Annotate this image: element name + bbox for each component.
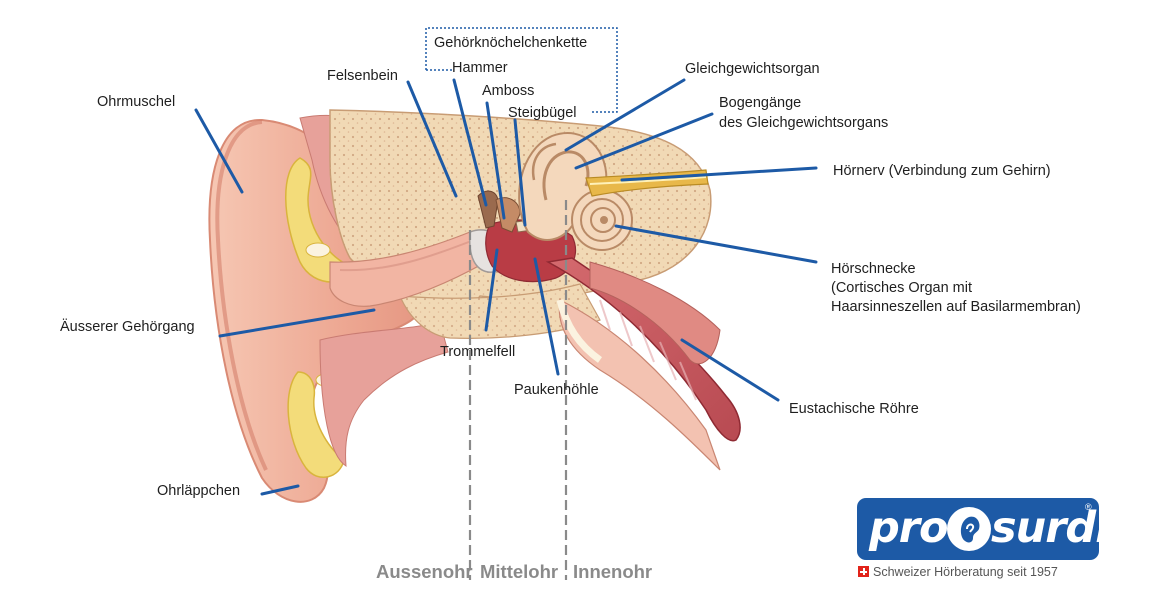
registered-mark: ® [1085, 502, 1092, 512]
leader-trommelfell [484, 248, 499, 332]
leader-ohrmuschel [194, 108, 244, 194]
leader-felsenbein [406, 80, 458, 198]
zone-mittelohr: Mittelohr [480, 561, 559, 582]
label-hoerschnecke-line1: Hörschnecke [831, 261, 916, 277]
logo-text-pro: pro [869, 503, 949, 553]
eustachian-muscle [589, 261, 721, 365]
leader-steigbuegel [513, 118, 527, 227]
ear-icon [947, 507, 991, 551]
label-bogengaenge-line2: des Gleichgewichtsorgans [719, 115, 889, 131]
zone-innenohr: Innenohr [573, 561, 653, 582]
label-paukenhoehle: Paukenhöhle [514, 382, 599, 398]
label-hoernerv: Hörnerv (Verbindung zum Gehirn) [833, 163, 1051, 179]
label-bogengaenge-line1: Bogengänge [719, 95, 802, 111]
leader-hammer [452, 78, 488, 207]
label-ossicle-chain: Gehörknöchelchenkette [434, 35, 588, 51]
label-eustachische: Eustachische Röhre [789, 401, 919, 417]
pinna-helix-rim [215, 120, 268, 471]
leader-bogengaenge [574, 112, 714, 170]
leader-hoerschnecke [614, 224, 818, 264]
label-amboss: Amboss [482, 83, 535, 99]
leader-ohrlaeppchen [260, 484, 300, 496]
eustachian-cartilage [556, 299, 603, 363]
label-trommelfell: Trommelfell [440, 344, 516, 360]
tagline-text: Schweizer Hörberatung seit 1957 [873, 565, 1058, 579]
label-gehoergang: Äusserer Gehörgang [60, 319, 195, 335]
label-ohrmuschel: Ohrmuschel [97, 94, 176, 110]
label-hoerschnecke-line2: (Cortisches Organ mit [831, 280, 973, 296]
label-gleichgewichtsorgan: Gleichgewichtsorgan [685, 61, 820, 77]
eustachian-sheath [558, 299, 721, 471]
swiss-flag-icon [858, 566, 869, 577]
leader-amboss [485, 101, 506, 220]
label-ohrlaeppchen: Ohrläppchen [157, 483, 241, 499]
label-hammer: Hammer [452, 60, 508, 76]
leader-hoernerv [620, 166, 818, 182]
prosurdis-logo: pro surdis ® [857, 498, 1135, 560]
logo-text-surdis: surdis [991, 503, 1135, 553]
logo-tagline: Schweizer Hörberatung seit 1957 [858, 565, 1058, 579]
leader-gehoergang [218, 308, 376, 338]
leader-eustachische [680, 338, 780, 402]
label-felsenbein: Felsenbein [327, 68, 398, 84]
leader-paukenhoehle [533, 257, 560, 376]
leader-gleichgewicht [564, 78, 686, 152]
zone-aussenohr: Aussenohr [376, 561, 473, 582]
ossicle-group-bracket [425, 27, 618, 113]
leader-lines [194, 78, 818, 496]
label-hoerschnecke-line3: Haarsinneszellen auf Basilarmembran) [831, 299, 1081, 315]
tissue-lower [319, 321, 449, 467]
cartilage-blob-1 [305, 242, 331, 258]
label-steigbuegel: Steigbügel [508, 105, 577, 121]
